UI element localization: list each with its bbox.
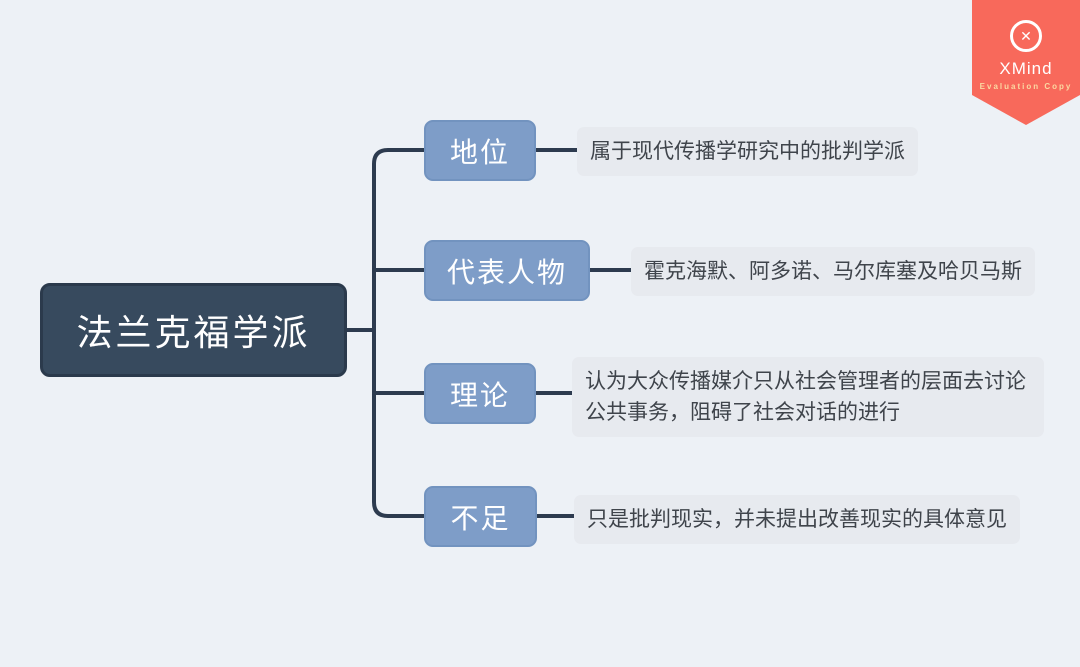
branch-topic-theory[interactable]: 理论	[424, 363, 536, 424]
xmind-logo-x-glyph: ✕	[1020, 27, 1032, 44]
xmind-brand-text: XMind	[999, 59, 1053, 78]
branch-topic-representatives[interactable]: 代表人物	[424, 240, 590, 301]
branch-topic-label: 不足	[450, 502, 511, 534]
branch-topic-label: 地位	[449, 136, 510, 168]
branch-topic-status[interactable]: 地位	[424, 120, 536, 181]
leaf-topic-weakness-detail[interactable]: 只是批判现实，并未提出改善现实的具体意见	[574, 495, 1020, 545]
xmind-logo-icon: ✕	[1010, 20, 1042, 52]
leaf-topic-status-detail[interactable]: 属于现代传播学研究中的批判学派	[577, 127, 918, 177]
evaluation-copy-text: Evaluation Copy	[979, 82, 1073, 91]
trunk-connector	[372, 148, 426, 518]
leaf-topic-theory-detail[interactable]: 认为大众传播媒介只从社会管理者的层面去讨论公共事务，阻碍了社会对话的进行	[572, 357, 1044, 438]
xmind-watermark-badge: ✕ XMind Evaluation Copy	[972, 0, 1080, 125]
root-topic[interactable]: 法兰克福学派	[40, 283, 347, 377]
leaf-topic-representatives-detail[interactable]: 霍克海默、阿多诺、马尔库塞及哈贝马斯	[631, 247, 1035, 297]
root-topic-label: 法兰克福学派	[76, 312, 311, 353]
branch-topic-label: 理论	[449, 379, 510, 411]
branch-topic-weakness[interactable]: 不足	[424, 486, 537, 547]
branch-topic-label: 代表人物	[446, 256, 567, 288]
